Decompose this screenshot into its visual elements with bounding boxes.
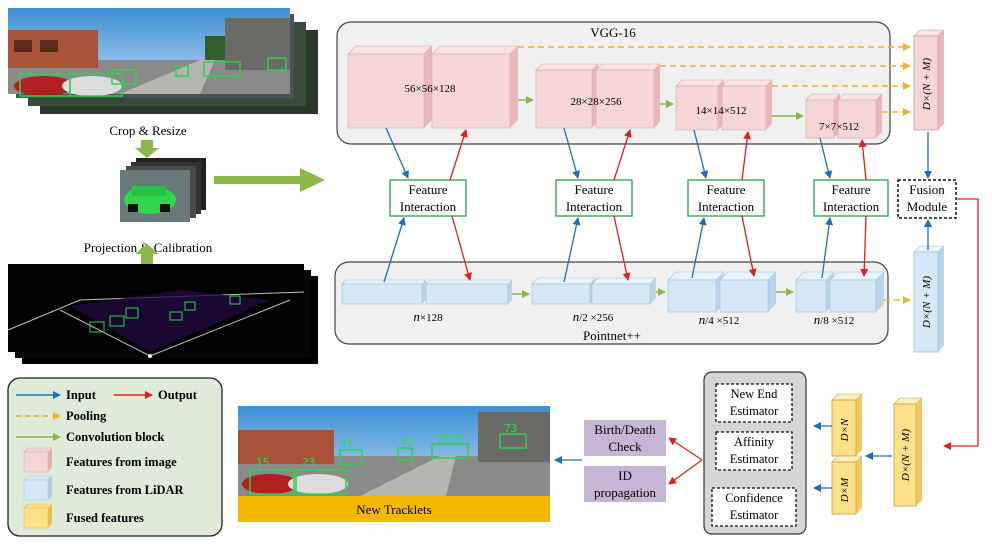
pointnet-title: Pointnet++ xyxy=(583,328,641,343)
new-tracklets-bar: New Tracklets xyxy=(238,496,550,522)
track-id-label: 23 xyxy=(302,456,315,469)
right-arrow-to-network xyxy=(214,168,325,192)
svg-text:Estimator: Estimator xyxy=(730,404,779,418)
image-feature-block-2 xyxy=(535,63,661,129)
legend-label: Output xyxy=(158,388,198,402)
legend-label: Features from LiDAR xyxy=(66,483,185,497)
image-feature-block-3 xyxy=(675,79,773,131)
track-id-label: 15 xyxy=(256,456,269,469)
feature-interaction-3: Feature Interaction xyxy=(687,179,765,217)
lidar-scan-stack xyxy=(7,264,318,364)
lidar-feature-label-4: n/8 ×512 xyxy=(814,312,855,327)
fusion-module: Fusion Module xyxy=(897,179,957,219)
interaction-input-arrows xyxy=(383,127,834,283)
fused-m-label: D×M xyxy=(839,477,851,503)
svg-text:New End: New End xyxy=(731,387,779,401)
lidar-feature-block-3 xyxy=(667,271,777,313)
image-vector-label: D×(N + M) xyxy=(921,58,933,111)
svg-text:Feature: Feature xyxy=(707,182,746,197)
action-arrows xyxy=(554,437,703,485)
lidar-feature-block-4 xyxy=(795,271,885,313)
down-arrow-crop xyxy=(135,140,159,158)
legend-label: Pooling xyxy=(66,409,107,423)
svg-text:New Tracklets: New Tracklets xyxy=(356,502,431,517)
svg-text:Interaction: Interaction xyxy=(566,199,623,214)
lidar-feature-label-2: n/2 ×256 xyxy=(573,309,614,324)
image-feature-label-1: 56×56×128 xyxy=(405,83,456,95)
camera-image xyxy=(8,8,290,97)
image-feature-label-4: 7×7×512 xyxy=(819,121,859,133)
fused-nm-label: D×(N + M) xyxy=(900,429,912,482)
lidar-vector-label: D×(N + M) xyxy=(921,276,933,329)
legend-swatch-5 xyxy=(23,475,53,501)
lidar-feature-label-1: n×128 xyxy=(413,309,443,324)
image-feature-label-3: 14×14×512 xyxy=(696,105,747,117)
affinity-estimator: Affinity Estimator xyxy=(715,431,793,471)
birth-death-check: Birth/Death Check xyxy=(584,420,666,456)
image-feature-vector xyxy=(913,29,945,131)
legend xyxy=(7,377,223,537)
lidar-feature-block-2 xyxy=(531,277,657,305)
svg-text:Module: Module xyxy=(907,199,948,214)
feature-interaction-1: Feature Interaction xyxy=(389,179,467,217)
legend-label: Input xyxy=(66,388,97,402)
svg-text:propagation: propagation xyxy=(594,485,657,500)
svg-text:Estimator: Estimator xyxy=(730,452,779,466)
svg-text:Feature: Feature xyxy=(832,182,871,197)
legend-label: Convolution block xyxy=(66,430,164,444)
lidar-feature-vector xyxy=(913,245,945,353)
track-id-label: 62 xyxy=(450,432,463,445)
fused-feature-nm xyxy=(893,397,923,507)
image-feature-block-1 xyxy=(347,45,519,129)
svg-text:Interaction: Interaction xyxy=(823,199,880,214)
feature-interaction-2: Feature Interaction xyxy=(555,179,633,217)
track-id-label: 45 xyxy=(340,438,353,451)
svg-text:Check: Check xyxy=(608,439,642,454)
svg-text:Feature: Feature xyxy=(409,182,448,197)
svg-text:Birth/Death: Birth/Death xyxy=(594,422,656,437)
vgg-conv-arrows xyxy=(518,96,804,120)
lidar-feature-label-3: n/4 ×512 xyxy=(699,312,740,327)
interaction-output-arrows xyxy=(449,129,869,281)
fused-feature-m xyxy=(831,455,863,515)
track-id-label: 73 xyxy=(504,422,517,435)
image-feature-block-4 xyxy=(805,93,883,139)
vgg-title: VGG-16 xyxy=(590,25,636,40)
track-id-label: 42 xyxy=(400,436,413,449)
svg-text:Feature: Feature xyxy=(575,182,614,197)
svg-text:Confidence: Confidence xyxy=(725,491,783,505)
lidar-scan xyxy=(7,264,305,358)
id-propagation: ID propagation xyxy=(584,466,666,502)
legend-swatch-4 xyxy=(23,447,53,473)
new-end-estimator: New End Estimator xyxy=(715,383,793,423)
fused-arrows xyxy=(813,422,892,492)
svg-text:ID: ID xyxy=(618,468,632,483)
svg-text:Affinity: Affinity xyxy=(734,435,775,449)
legend-swatch-6 xyxy=(23,503,53,529)
pooling-arrows-image xyxy=(518,43,911,116)
crop-resize-label: Crop & Resize xyxy=(109,123,186,138)
up-arrow-projection xyxy=(135,244,159,264)
pointnet-conv-arrows xyxy=(512,288,794,298)
camera-image-stack xyxy=(8,8,318,114)
svg-text:Interaction: Interaction xyxy=(698,199,755,214)
fusion-arrows xyxy=(924,132,979,450)
legend-label: Features from image xyxy=(66,455,177,469)
track-id-label: 56 xyxy=(436,432,449,445)
svg-text:Interaction: Interaction xyxy=(400,199,457,214)
confidence-estimator: Confidence Estimator xyxy=(711,487,797,527)
svg-text:Estimator: Estimator xyxy=(730,508,779,522)
lidar-feature-block-1 xyxy=(341,279,513,305)
fused-feature-n xyxy=(831,393,863,457)
track-id-labels: 15 23 45 42 56 62 73 xyxy=(256,422,517,469)
cropped-objects-stack xyxy=(120,158,206,222)
tracklets-image xyxy=(238,406,550,496)
svg-text:Fusion: Fusion xyxy=(909,182,945,197)
legend-label: Fused features xyxy=(66,511,144,525)
feature-interaction-4: Feature Interaction xyxy=(813,179,889,217)
fused-n-label: D×N xyxy=(839,418,851,442)
image-feature-label-2: 28×28×256 xyxy=(571,96,622,108)
